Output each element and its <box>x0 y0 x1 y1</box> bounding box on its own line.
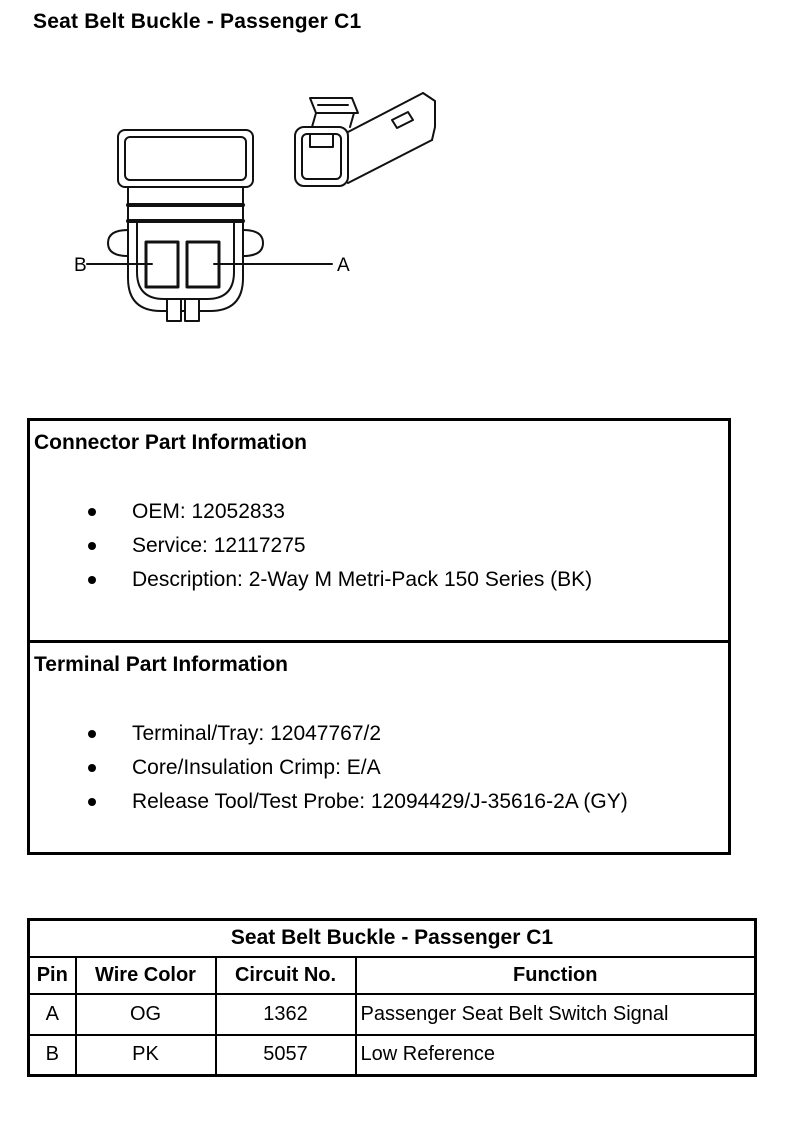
terminal-part-info-list: Terminal/Tray: 12047767/2 Core/Insulatio… <box>34 717 728 819</box>
perspective-front-inner <box>301 133 342 180</box>
page-title: Seat Belt Buckle - Passenger C1 <box>33 10 362 33</box>
wire-color-cell: PK <box>74 1033 217 1077</box>
function-cell: Passenger Seat Belt Switch Signal <box>354 992 757 1036</box>
list-item: Service: 12117275 <box>34 529 728 563</box>
list-item: Terminal/Tray: 12047767/2 <box>34 717 728 751</box>
connector-right-ear <box>242 229 264 257</box>
table-row: A OG 1362 Passenger Seat Belt Switch Sig… <box>27 992 757 1036</box>
header-wire-color: Wire Color <box>74 955 217 995</box>
header-function: Function <box>354 955 757 995</box>
pin-cell: A <box>27 992 77 1036</box>
list-item: OEM: 12052833 <box>34 495 728 529</box>
connector-part-info-heading: Connector Part Information <box>34 431 308 454</box>
perspective-latch-leg <box>349 112 355 128</box>
perspective-latch <box>309 97 359 114</box>
circuit-cell: 5057 <box>214 1033 357 1077</box>
connector-drawing: B A <box>74 92 436 322</box>
terminal-label-a: A <box>337 255 350 276</box>
pin-cell: B <box>27 1033 77 1077</box>
perspective-body-top-edge <box>347 92 424 133</box>
list-item: Release Tool/Test Probe: 12094429/J-3561… <box>34 785 728 819</box>
wire-color-cell: OG <box>74 992 217 1036</box>
terminal-part-info-heading: Terminal Part Information <box>34 653 288 676</box>
pin-table-title: Seat Belt Buckle - Passenger C1 <box>27 918 757 958</box>
terminal-part-info-section: Terminal Part Information Terminal/Tray:… <box>30 643 728 819</box>
connector-part-info-list: OEM: 12052833 Service: 12117275 Descript… <box>34 495 728 597</box>
table-row: B PK 5057 Low Reference <box>27 1033 757 1077</box>
perspective-rear-end <box>422 92 436 141</box>
bottom-tab <box>166 298 182 322</box>
list-item: Description: 2-Way M Metri-Pack 150 Seri… <box>34 563 728 597</box>
header-circuit-no: Circuit No. <box>214 955 357 995</box>
perspective-front-face <box>294 126 349 187</box>
perspective-latch-leg <box>311 112 317 128</box>
perspective-keyway <box>309 133 334 148</box>
header-pin: Pin <box>27 955 77 995</box>
pin-table-title-row: Seat Belt Buckle - Passenger C1 <box>27 918 757 958</box>
perspective-view <box>294 92 436 187</box>
bottom-tab <box>184 298 200 322</box>
pin-table: Seat Belt Buckle - Passenger C1 Pin Wire… <box>27 918 757 1077</box>
pin-table-header-row: Pin Wire Color Circuit No. Function <box>27 955 757 995</box>
part-info-box: Connector Part Information OEM: 12052833… <box>27 418 731 855</box>
connector-diagram: B A <box>40 70 460 350</box>
connector-part-info-section: Connector Part Information OEM: 12052833… <box>30 421 728 643</box>
function-cell: Low Reference <box>354 1033 757 1077</box>
front-view <box>86 129 333 322</box>
list-item: Core/Insulation Crimp: E/A <box>34 751 728 785</box>
perspective-body-bottom-edge <box>347 139 433 184</box>
circuit-cell: 1362 <box>214 992 357 1036</box>
connector-left-ear <box>107 229 129 257</box>
connector-cap-inner <box>124 136 247 181</box>
terminal-label-b: B <box>74 255 87 276</box>
perspective-body-window <box>391 111 414 129</box>
connector-cap-outer <box>117 129 254 188</box>
